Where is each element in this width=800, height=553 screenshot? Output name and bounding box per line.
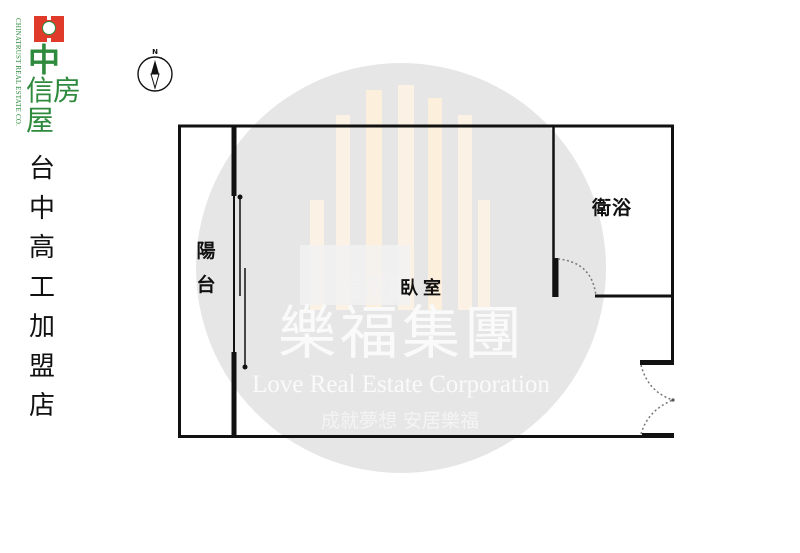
floor-plan-walls: [178, 124, 674, 438]
sliding-door-icon: [237, 194, 248, 370]
watermark-slogan: 成就夢想 安居樂福: [320, 410, 480, 432]
store-name-char: 台: [28, 154, 55, 184]
store-name-char: 中: [28, 193, 55, 224]
watermark-sub-brand: 信房屋: [340, 274, 412, 302]
logo-english-name: CHINATRUST REAL ESTATE CO.: [14, 18, 22, 127]
chinatrust-emblem-icon: [34, 16, 64, 42]
logo-chinese-name-1: 中: [28, 41, 61, 79]
store-name-char: 工: [28, 272, 55, 303]
room-label-char: 台: [196, 274, 216, 296]
store-name-char: 加: [28, 312, 55, 342]
compass-north-label: N: [152, 48, 158, 56]
store-name-char: 高: [28, 233, 55, 263]
room-label-char: 陽: [196, 240, 216, 262]
entrance-door-swing-icon: [640, 364, 674, 435]
chinatrust-logo: CHINATRUST REAL ESTATE CO. 中 信房屋: [8, 12, 92, 136]
store-name: 台 中 高 工 加 盟 店: [22, 150, 62, 427]
logo-chinese-name-2: 信房屋: [26, 74, 81, 137]
watermark-title: 樂福集團: [277, 299, 526, 367]
room-label-bathroom: 衛浴: [592, 197, 633, 219]
room-label-balcony: 陽 台: [194, 234, 218, 302]
watermark-english: Love Real Estate Corporation: [252, 371, 550, 398]
store-name-char: 盟: [28, 351, 55, 382]
compass-north-icon: N: [137, 48, 173, 92]
room-label-bedroom: 臥室: [400, 278, 446, 299]
bathroom-door-swing-icon: [557, 258, 597, 297]
watermark-building-bars-icon: [300, 85, 490, 310]
store-name-char: 店: [28, 391, 55, 421]
